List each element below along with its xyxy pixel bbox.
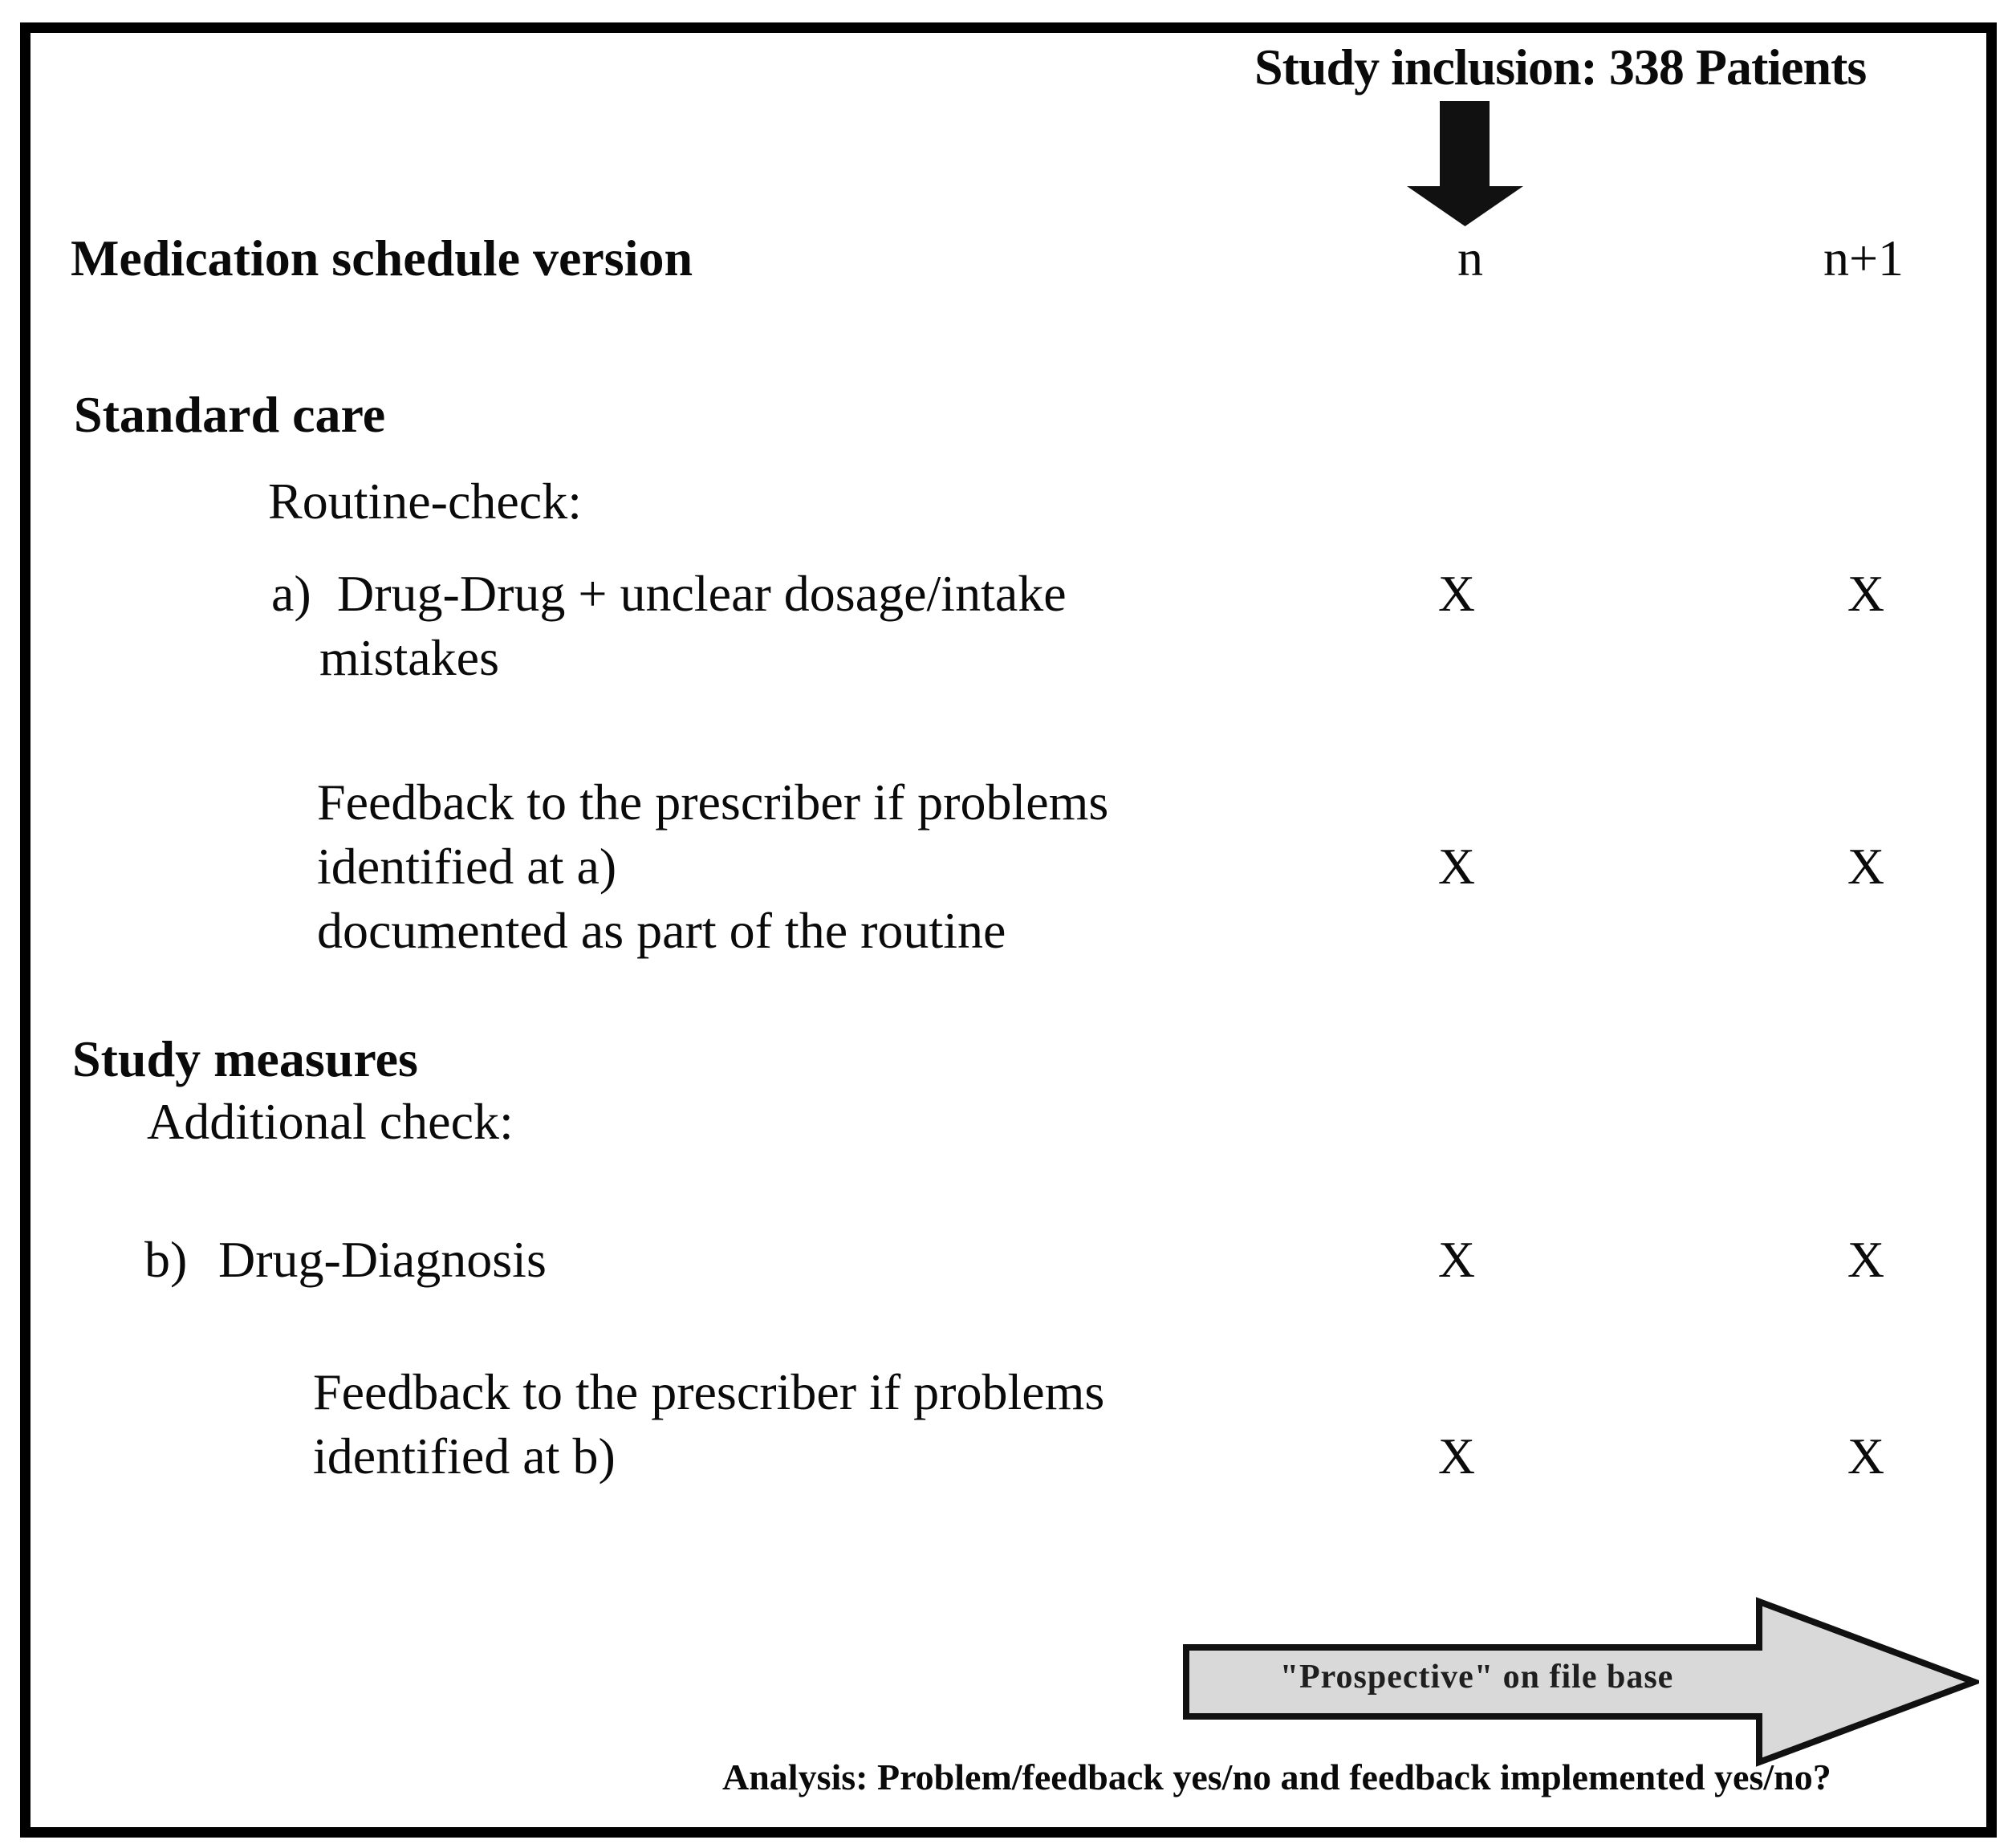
item-b-x-mark-n: X (1437, 1231, 1476, 1288)
item-b-x-mark-n-plus-1: X (1847, 1231, 1885, 1288)
feedback-a-line3: documented as part of the routine (317, 902, 1006, 959)
feedback-b-line2: identified at b) (313, 1428, 616, 1484)
feedback-a-x-mark-n: X (1437, 838, 1476, 895)
medication-schedule-version-label: Medication schedule version (71, 229, 693, 286)
column-header-n: n (1457, 229, 1483, 286)
feedback-a-line1: Feedback to the prescriber if problems (317, 774, 1109, 831)
item-a-line2: mistakes (319, 629, 499, 686)
item-b-line1: Drug-Diagnosis (218, 1231, 547, 1288)
column-header-n-plus-1: n+1 (1823, 229, 1904, 286)
prospective-arrow-label: "Prospective" on file base (1279, 1659, 1674, 1696)
item-a-marker: a) (271, 565, 311, 622)
item-a-x-mark-n-plus-1: X (1847, 565, 1885, 622)
item-a-line1: Drug-Drug + unclear dosage/intake (337, 565, 1067, 622)
down-arrow-icon (1407, 101, 1523, 226)
analysis-note: Analysis: Problem/feedback yes/no and fe… (722, 1757, 1831, 1797)
feedback-b-line1: Feedback to the prescriber if problems (313, 1363, 1105, 1420)
study-measures-heading: Study measures (72, 1030, 418, 1087)
feedback-a-line2: identified at a) (317, 838, 617, 895)
figure-border (20, 22, 1997, 1838)
feedback-b-x-mark-n-plus-1: X (1847, 1428, 1885, 1484)
standard-care-heading: Standard care (74, 386, 386, 443)
additional-check-label: Additional check: (147, 1093, 514, 1150)
item-b-marker: b) (144, 1231, 188, 1288)
feedback-a-x-mark-n-plus-1: X (1847, 838, 1885, 895)
study-inclusion-title: Study inclusion: 338 Patients (1254, 39, 1867, 95)
right-arrow-icon (1183, 1597, 1979, 1767)
feedback-b-x-mark-n: X (1437, 1428, 1476, 1484)
routine-check-label: Routine-check: (268, 473, 582, 530)
item-a-x-mark-n: X (1437, 565, 1476, 622)
